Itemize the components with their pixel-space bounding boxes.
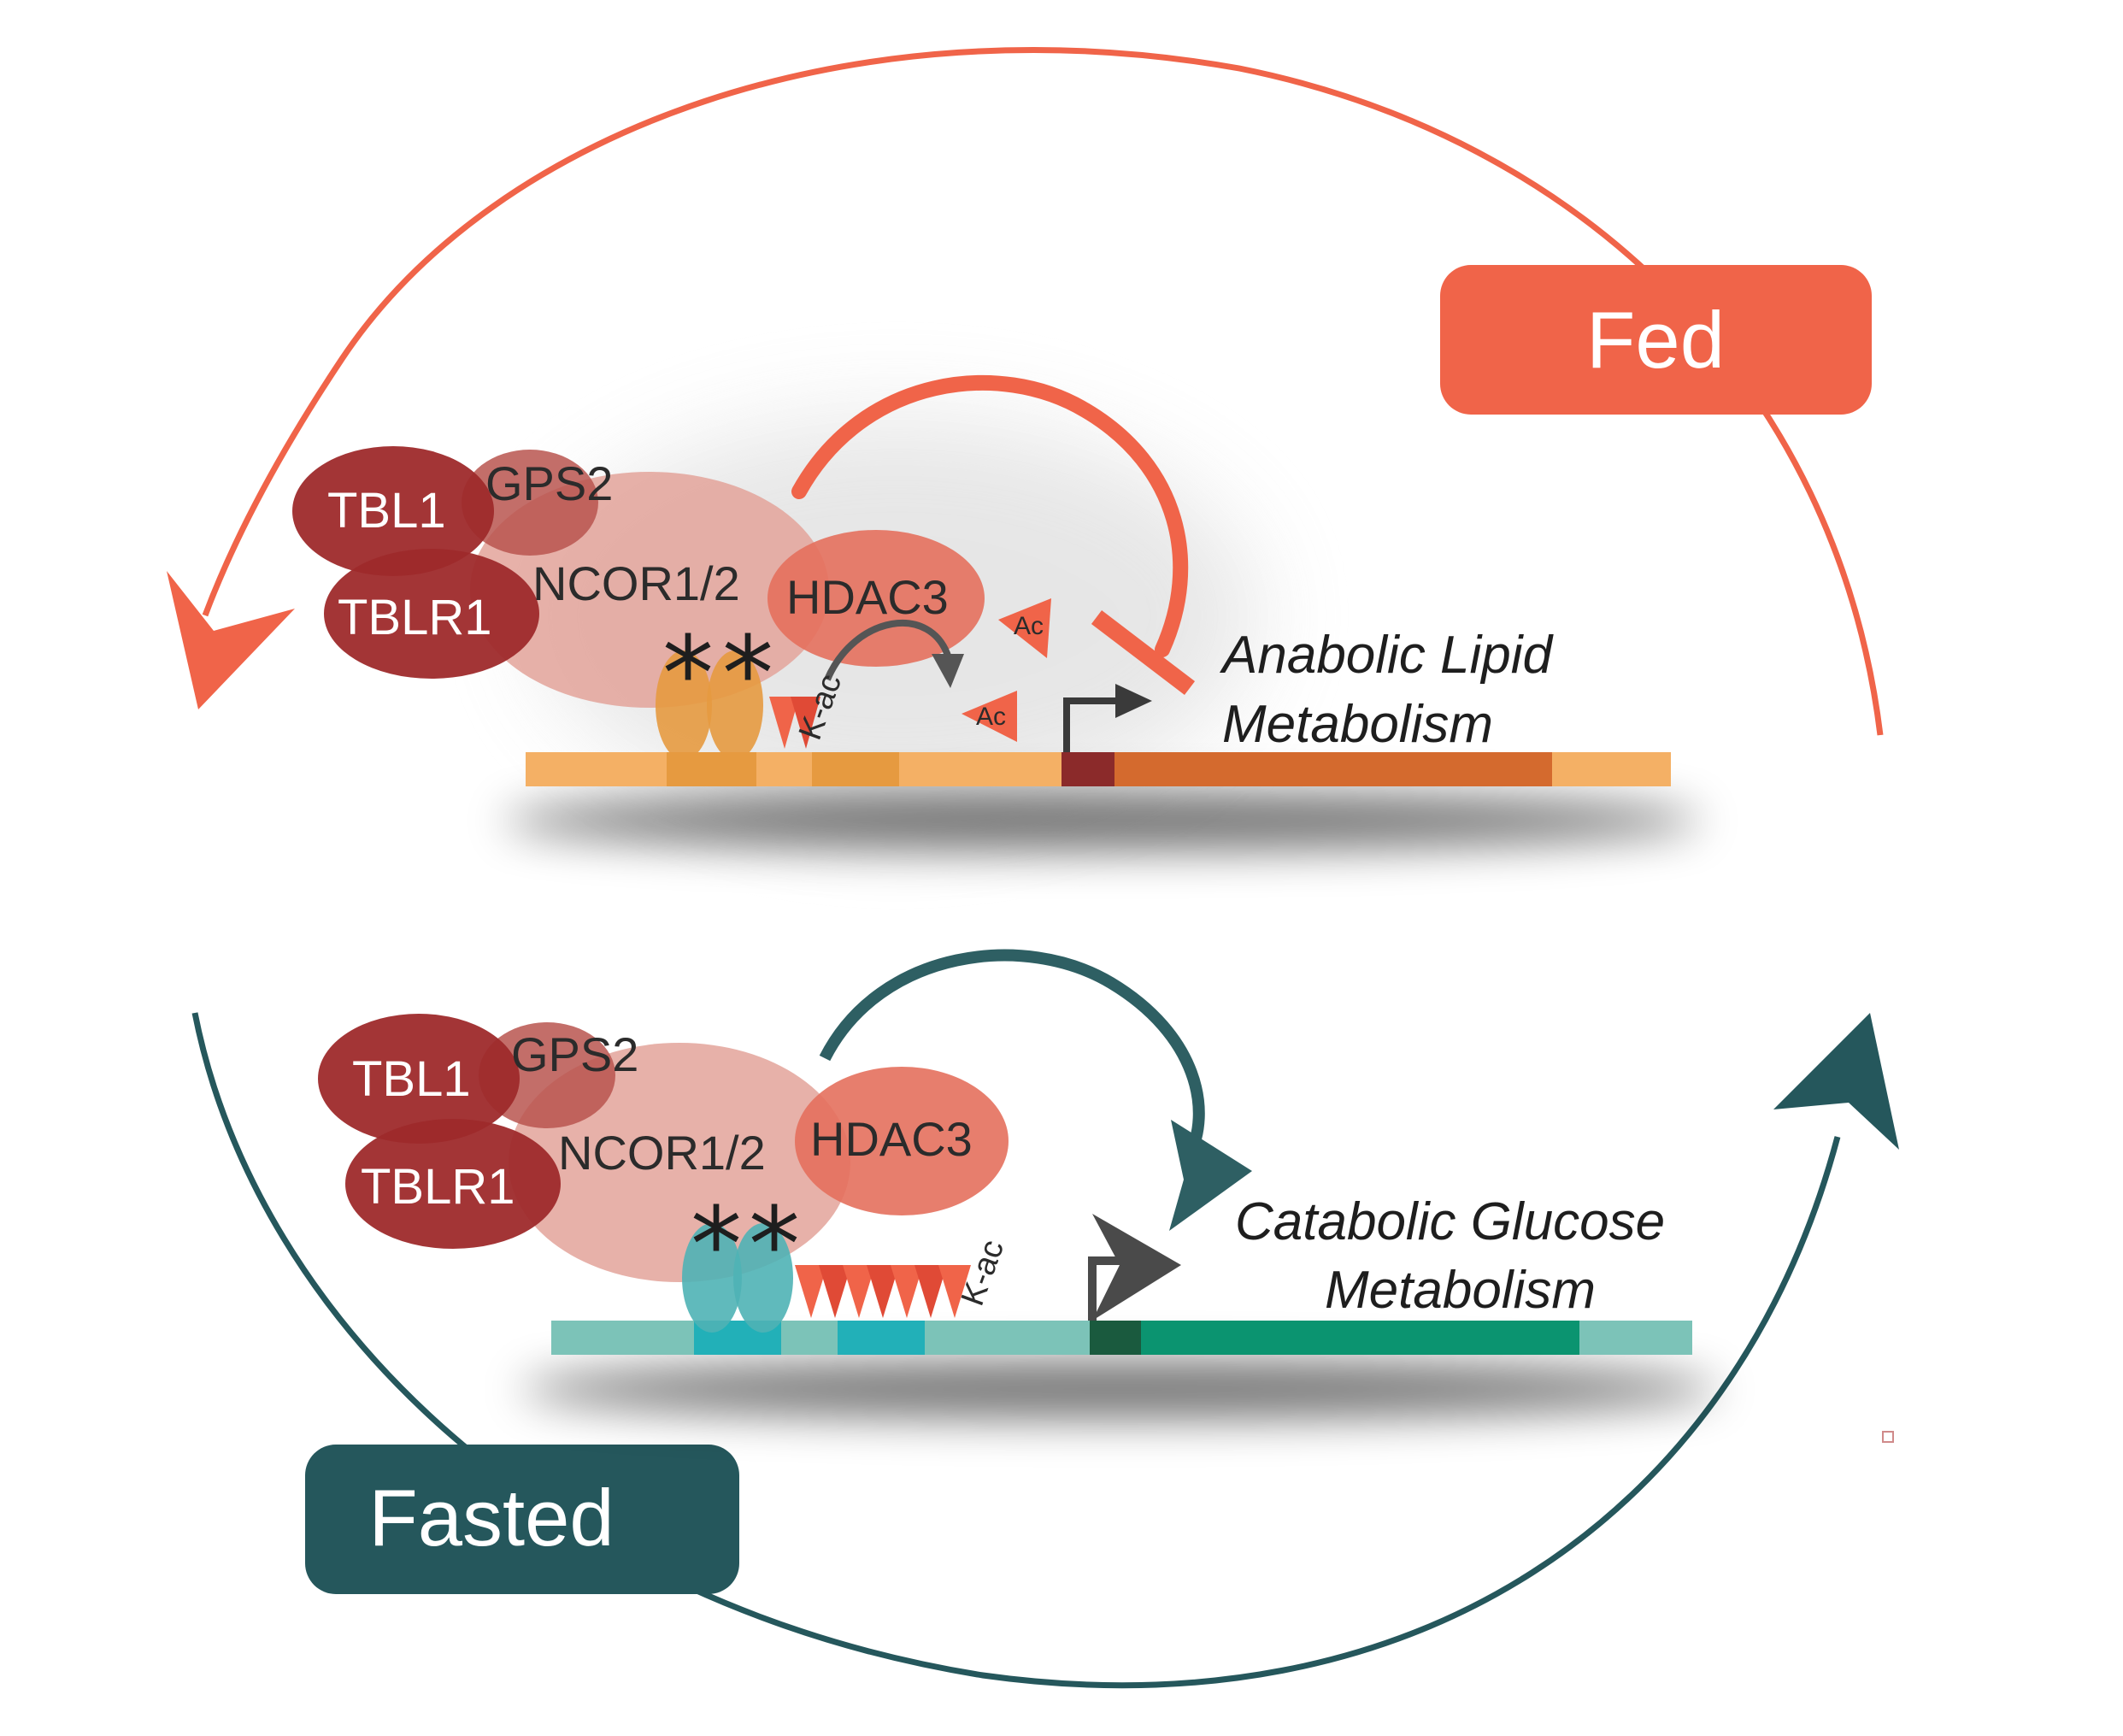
fed-inhibition-bar [1091, 610, 1196, 695]
fed-dna-shadow [504, 791, 1701, 850]
fed-kac-triangle-1 [769, 697, 799, 749]
fasted-asterisk-1: * [691, 1186, 742, 1305]
fasted-tss-arrow [1088, 1256, 1128, 1321]
fasted-cycle-arrowhead [1773, 1013, 1899, 1150]
fed-tbl1-label: TBL1 [327, 483, 446, 538]
fed-ac-label-2: Ac [976, 703, 1006, 731]
fed-tblr1-shape [324, 549, 539, 679]
fed-factor-oval-1 [656, 650, 712, 760]
fasted-tbl1-label: TBL1 [352, 1051, 471, 1107]
fed-feedback-arc [791, 374, 1189, 657]
fasted-kac-triangles [795, 1265, 971, 1318]
fasted-tblr1-label: TBLR1 [361, 1159, 515, 1215]
fed-promoter [1062, 752, 1114, 786]
fasted-gps2-label: GPS2 [511, 1027, 638, 1081]
fasted-tblr1-shape [345, 1119, 561, 1249]
fed-ac-triangle-2 [962, 691, 1017, 742]
fed-process-line-2: Metabolism [1222, 695, 1493, 754]
fed-kac-triangle-2 [791, 697, 820, 749]
fasted-factor-oval-1 [682, 1223, 742, 1333]
fed-dna-strand [526, 752, 1671, 786]
fasted-kac-label: K-ac [955, 1235, 1011, 1310]
fed-ac-label-1: Ac [1014, 612, 1044, 640]
fasted-tss-arrowhead [1092, 1214, 1181, 1321]
fed-tbl1-shape [292, 446, 494, 576]
fasted-hdac3-shape [795, 1067, 1009, 1215]
fed-tss-arrow [1063, 697, 1124, 752]
fasted-hdac3-label: HDAC3 [810, 1112, 973, 1166]
fasted-panel: GPS2 TBL1 TBLR1 NCOR1/2 HDAC3 * * K-ac C… [318, 949, 1718, 1418]
fed-ac-triangle-1 [998, 598, 1051, 658]
fasted-dna-strand [551, 1321, 1692, 1355]
fasted-tbl1-shape [318, 1014, 520, 1144]
fasted-process-line-1: Catabolic Glucose [1235, 1192, 1665, 1251]
fasted-factor-oval-2 [733, 1223, 793, 1333]
fasted-ncor-label: NCOR1/2 [558, 1126, 766, 1180]
fed-ncor-label: NCOR1/2 [532, 556, 740, 610]
fed-factor-oval-2 [707, 650, 763, 760]
fasted-process-line-2: Metabolism [1325, 1261, 1596, 1320]
fasted-label: Fasted [368, 1473, 614, 1562]
fasted-cycle-arc [191, 1012, 1841, 1689]
fed-label: Fed [1586, 295, 1725, 385]
fed-gps2-shape [462, 450, 598, 556]
fed-deacetylation-arrowhead [932, 654, 964, 688]
fed-cycle-arrowhead [167, 571, 295, 709]
fasted-activation-arrowhead [1169, 1120, 1252, 1231]
fasted-gene-body [1141, 1321, 1579, 1355]
fed-asterisk-2: * [722, 615, 773, 734]
corner-mark [1882, 1431, 1894, 1443]
fed-gps2-label: GPS2 [485, 456, 613, 510]
fasted-activation-arc [819, 949, 1205, 1162]
fed-badge: Fed [1440, 265, 1872, 415]
fed-deacetylation-arrow [824, 619, 952, 681]
fed-tblr1-label: TBLR1 [338, 590, 492, 645]
fasted-dna-shadow [521, 1360, 1718, 1418]
fasted-asterisk-2: * [749, 1186, 800, 1305]
fed-process-line-1: Anabolic Lipid [1219, 626, 1555, 685]
fasted-promoter [1090, 1321, 1141, 1355]
fed-tss-arrowhead [1115, 684, 1152, 718]
fed-hdac3-label: HDAC3 [786, 570, 949, 624]
fed-gene-body [1114, 752, 1552, 786]
fasted-badge: Fasted [305, 1445, 739, 1594]
fed-panel: GPS2 TBL1 TBLR1 NCOR1/2 HDAC3 * * K-ac A… [292, 374, 1701, 850]
fed-asterisk-1: * [662, 615, 714, 734]
